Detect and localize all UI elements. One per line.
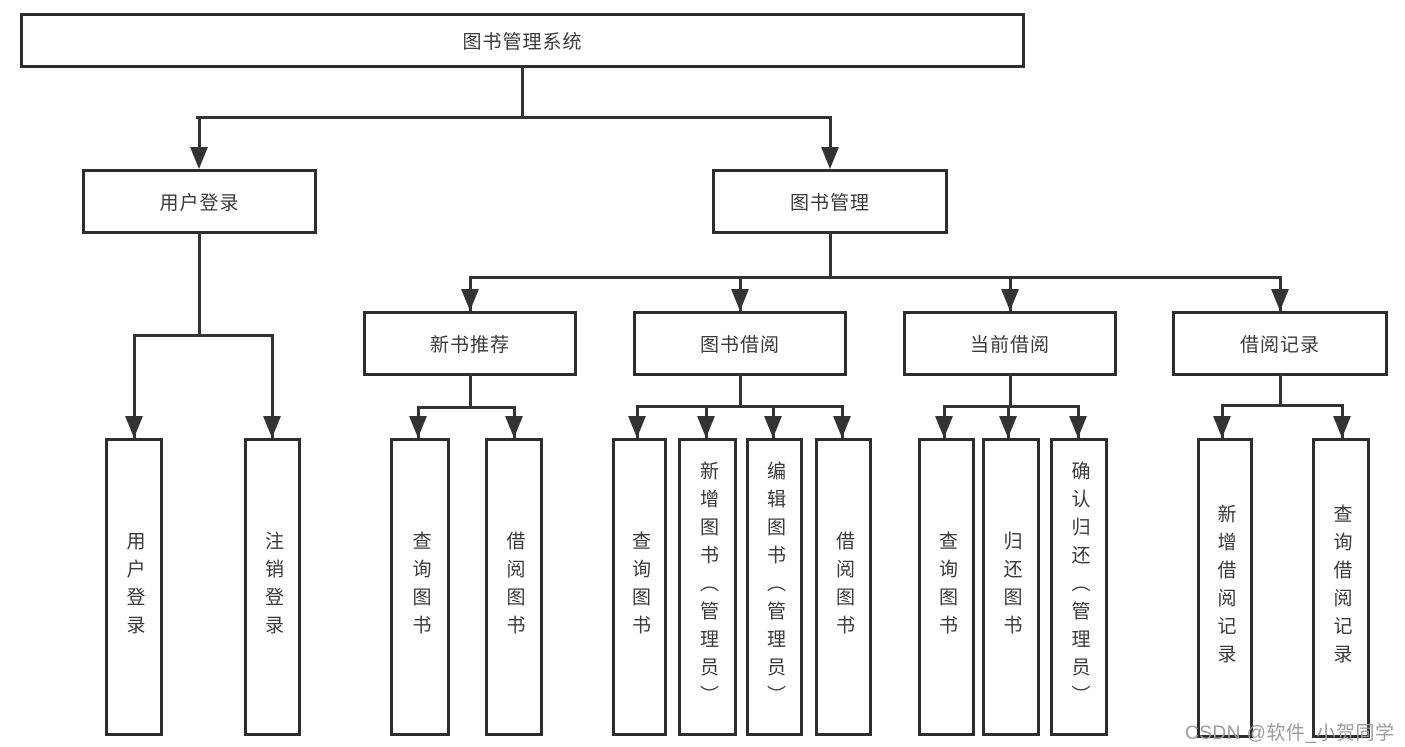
connector-user-login-down [198, 232, 201, 336]
watermark: CSDN @软件_小贺同学 [1185, 723, 1395, 744]
node-label: 当前借阅 [969, 335, 1050, 356]
leaf-cb-return-books: 归还图书 [982, 438, 1040, 736]
arrowhead-leaf-logout [263, 416, 281, 438]
leaf-label: 查询图书 [409, 531, 431, 643]
node-label: 用户登录 [159, 193, 240, 214]
arrowhead-bb-borrow [833, 416, 851, 438]
leaf-bb-query-books: 查询图书 [612, 438, 667, 736]
leaf-label: 查询图书 [629, 531, 650, 643]
leaf-label: 查询图书 [936, 531, 957, 643]
connector-book-mgmt-stem [829, 116, 832, 149]
arrowhead-cb-return [999, 416, 1017, 438]
node-borrowing-records: 借阅记录 [1172, 311, 1388, 376]
arrowhead-borrow-records [1271, 289, 1289, 311]
leaf-label: 编辑图书（管理员） [764, 461, 785, 713]
leaf-label: 新增图书（管理员） [697, 461, 718, 713]
arrowhead-bb-query [628, 416, 646, 438]
connector-book-mgmt-down [829, 231, 832, 278]
leaf-label: 新增借阅记录 [1214, 504, 1236, 672]
connector-leaf-login-stem [133, 334, 136, 438]
connector-current-borrow-down [1009, 374, 1012, 407]
node-library-management-system: 图书管理系统 [20, 13, 1025, 68]
connector-current-borrow-hbar [943, 405, 1080, 408]
node-label: 借阅记录 [1239, 335, 1320, 356]
connector-root-hbar [196, 116, 832, 119]
arrowhead-bb-add [697, 416, 715, 438]
leaf-user-login: 用户登录 [105, 438, 163, 736]
arrowhead-book-mgmt [821, 147, 839, 169]
leaf-label: 借阅图书 [503, 531, 525, 643]
arrowhead-new-books [461, 289, 479, 311]
connector-book-mgmt-hbar [469, 276, 1281, 279]
leaf-bb-edit-books-admin: 编辑图书（管理员） [746, 438, 803, 736]
arrowhead-book-borrow [731, 289, 749, 311]
connector-book-borrow-down [739, 374, 742, 408]
connector-leaf-logout-stem [271, 334, 274, 438]
node-label: 图书管理 [789, 193, 870, 214]
leaf-logout: 注销登录 [244, 438, 301, 736]
connector-borrow-records-hbar [1221, 404, 1343, 407]
arrowhead-br-query [1333, 416, 1351, 438]
leaf-br-add-record: 新增借阅记录 [1197, 438, 1253, 738]
arrowhead-current-borrow [1001, 289, 1019, 311]
node-user-login: 用户登录 [82, 169, 317, 234]
leaf-bb-borrow-books: 借阅图书 [815, 438, 872, 736]
arrowhead-cb-confirm [1069, 416, 1087, 438]
arrowhead-cb-query [935, 416, 953, 438]
leaf-label: 归还图书 [1000, 531, 1022, 643]
connector-new-books-hbar [417, 406, 516, 409]
leaf-nb-borrow-books: 借阅图书 [485, 438, 543, 736]
node-current-borrowing: 当前借阅 [903, 311, 1117, 376]
node-book-borrowing: 图书借阅 [633, 311, 847, 376]
node-book-management: 图书管理 [712, 169, 948, 234]
connector-user-login-hbar [133, 334, 273, 337]
leaf-label: 确认归还（管理员） [1068, 461, 1090, 713]
node-label: 新书推荐 [429, 335, 510, 356]
arrowhead-nb-borrow [505, 416, 523, 438]
connector-book-borrow-hbar [636, 405, 844, 408]
connector-root-stem [521, 67, 524, 118]
leaf-cb-confirm-return-admin: 确认归还（管理员） [1050, 438, 1108, 736]
leaf-br-query-record: 查询借阅记录 [1312, 438, 1370, 738]
leaf-label: 借阅图书 [833, 531, 854, 643]
connector-new-books-down [469, 374, 472, 408]
arrowhead-user-login [190, 147, 208, 169]
node-label: 图书借阅 [699, 335, 780, 356]
leaf-label: 注销登录 [262, 531, 283, 643]
leaf-label: 用户登录 [123, 531, 145, 643]
leaf-cb-query-books: 查询图书 [918, 438, 975, 736]
leaf-nb-query-books: 查询图书 [390, 438, 450, 736]
leaf-bb-add-books-admin: 新增图书（管理员） [678, 438, 737, 736]
connector-user-login-stem [198, 116, 201, 149]
node-new-book-recommend: 新书推荐 [363, 311, 577, 376]
node-label: 图书管理系统 [462, 32, 583, 53]
connector-borrow-records-down [1279, 375, 1282, 407]
arrowhead-leaf-login [125, 416, 143, 438]
leaf-label: 查询借阅记录 [1330, 504, 1352, 672]
arrowhead-bb-edit [764, 416, 782, 438]
arrowhead-nb-query [409, 416, 427, 438]
arrowhead-br-add [1213, 416, 1231, 438]
